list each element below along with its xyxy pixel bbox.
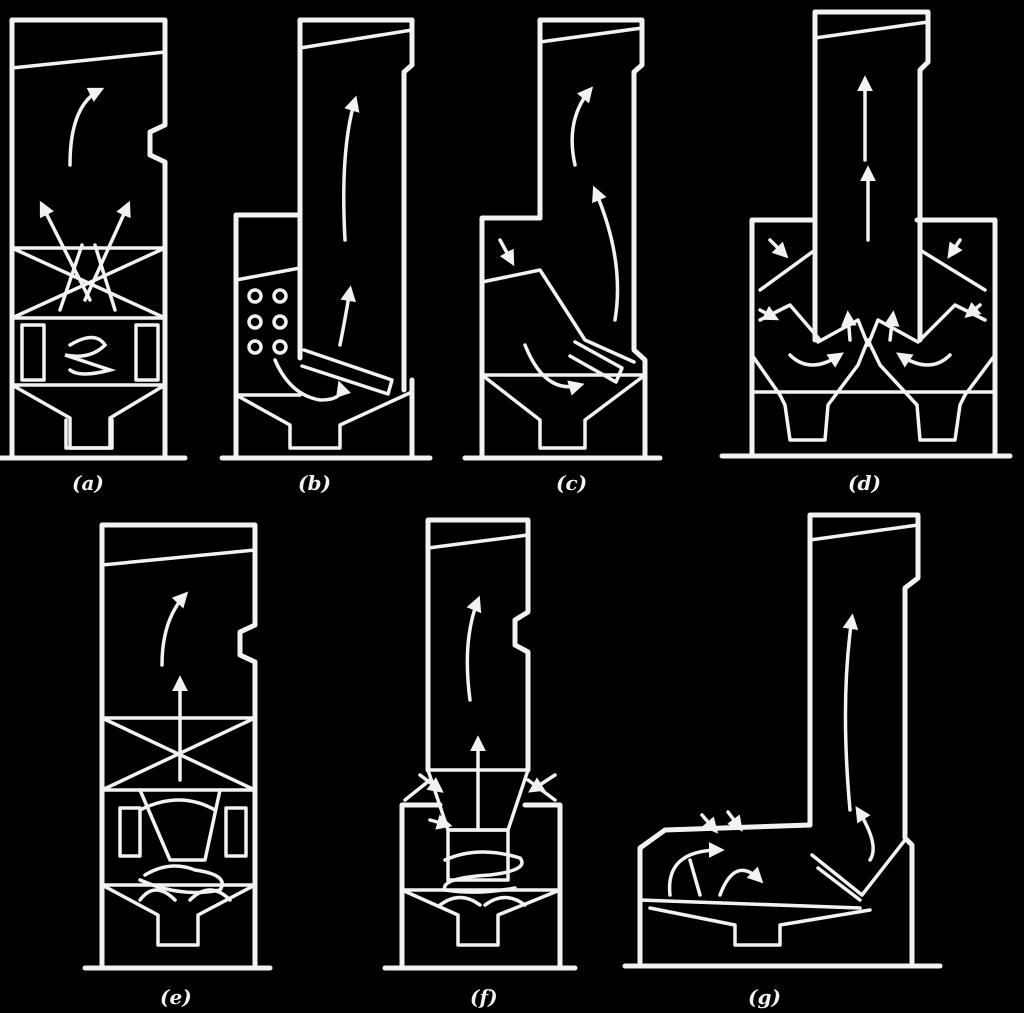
- panel-label-d: (d): [848, 471, 881, 495]
- panel-label-f: (f): [470, 985, 498, 1009]
- panel-b: (b): [219, 17, 433, 495]
- panel-a: (a): [0, 17, 188, 495]
- panel-d: (d): [719, 9, 1013, 495]
- panel-label-e: (e): [160, 985, 192, 1009]
- panel-label-b: (b): [298, 471, 331, 495]
- panel-label-a: (a): [72, 471, 104, 495]
- panel-label-g: (g): [748, 985, 781, 1009]
- panel-label-c: (c): [556, 471, 587, 495]
- panel-e: (e): [82, 522, 273, 1009]
- panel-c: (c): [462, 17, 663, 495]
- panel-f: (f): [382, 517, 578, 1009]
- panel-g: (g): [622, 512, 943, 1009]
